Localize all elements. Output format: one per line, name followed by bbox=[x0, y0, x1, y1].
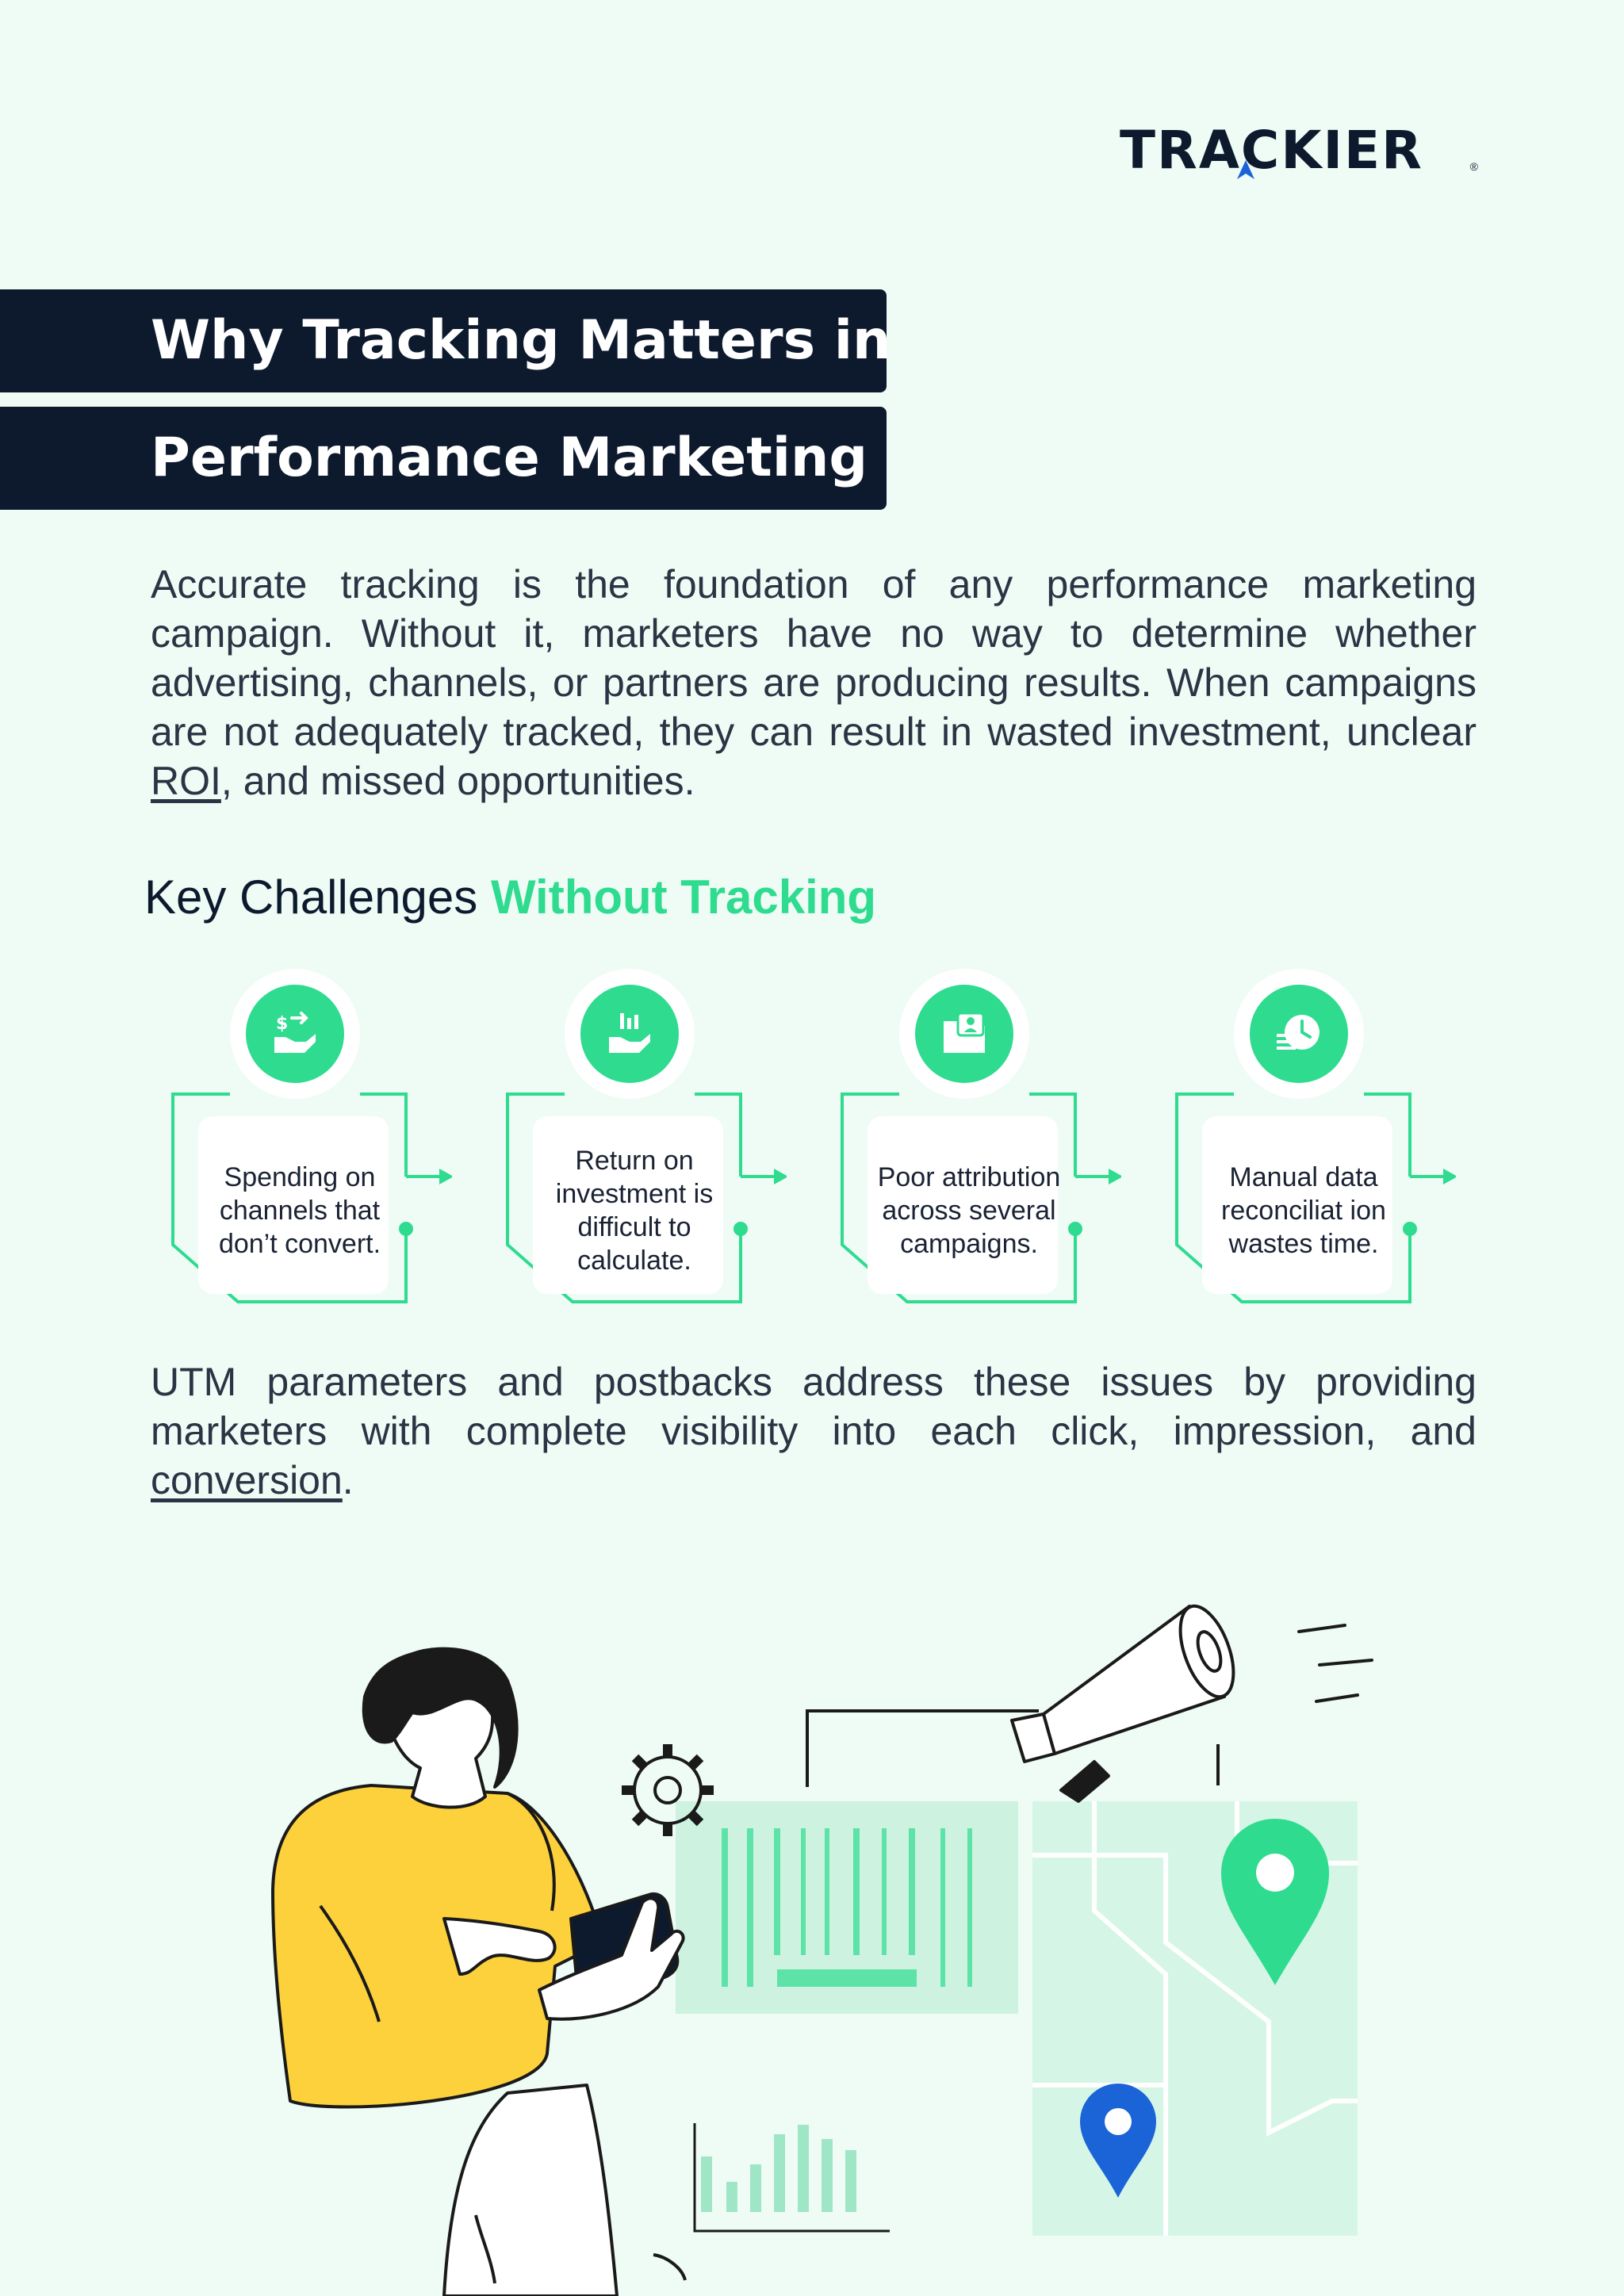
card-text: Spending on channels that don’t convert. bbox=[218, 1162, 381, 1259]
woman-with-phone-illustration bbox=[271, 1647, 687, 2296]
closing-text: UTM parameters and postbacks address the… bbox=[151, 1360, 1477, 1453]
badge bbox=[1234, 969, 1364, 1099]
key-challenges-heading: Key Challenges Without Tracking bbox=[144, 867, 876, 928]
badge bbox=[565, 969, 695, 1099]
marketing-illustration bbox=[271, 1604, 1373, 2296]
conversion-link[interactable]: conversion bbox=[151, 1458, 343, 1502]
intro-text-end: , and missed opportunities. bbox=[220, 759, 695, 803]
data-clock-icon bbox=[1277, 1015, 1320, 1050]
closing-text-end: . bbox=[342, 1458, 354, 1502]
money-transfer-hand-icon: $ bbox=[274, 1012, 316, 1053]
registered-mark: ® bbox=[1469, 160, 1478, 173]
heading-highlight: Without Tracking bbox=[490, 871, 877, 924]
logo-arrow-mark bbox=[1237, 160, 1254, 179]
blue-location-pin-icon bbox=[1080, 2084, 1156, 2198]
gear-icon bbox=[622, 1744, 714, 1836]
card-frame bbox=[171, 1093, 452, 1303]
chart-hand-icon bbox=[609, 1013, 650, 1053]
challenge-card: Poor attribution across several campaign… bbox=[836, 969, 1121, 1318]
card-frame bbox=[506, 1093, 787, 1303]
vertical-bars bbox=[722, 1828, 972, 1987]
mini-bar-chart bbox=[693, 2123, 890, 2233]
challenge-card: Return on investment is difficult to cal… bbox=[501, 969, 787, 1318]
challenge-card: $ Spending on channels that don’t conver… bbox=[167, 969, 452, 1318]
card-text: Poor attribution across several campaign… bbox=[877, 1162, 1061, 1259]
heading-plain: Key Challenges bbox=[144, 871, 491, 924]
megaphone-icon bbox=[1010, 1604, 1373, 1803]
roi-link[interactable]: ROI bbox=[151, 759, 221, 803]
badge: $ bbox=[230, 969, 360, 1099]
challenge-card: Manual data reconciliat ion wastes time. bbox=[1170, 969, 1456, 1318]
title-bar-top: Why Tracking Matters in bbox=[0, 289, 891, 392]
svg-text:$: $ bbox=[276, 1014, 288, 1034]
closing-paragraph: UTM parameters and postbacks address the… bbox=[151, 1357, 1477, 1505]
green-location-pin-icon bbox=[1221, 1819, 1329, 1985]
card-frame bbox=[841, 1093, 1121, 1303]
card-frame bbox=[1175, 1093, 1456, 1303]
badge bbox=[899, 969, 1029, 1099]
intro-text: Accurate tracking is the foundation of a… bbox=[151, 562, 1477, 754]
folder-profile-icon bbox=[944, 1012, 985, 1053]
brand-name: TRACKIER bbox=[1120, 120, 1423, 181]
page-title-line-2: Performance Marketing bbox=[151, 427, 868, 489]
card-text: Manual data reconciliat ion wastes time. bbox=[1221, 1162, 1386, 1259]
card-text: Return on investment is difficult to cal… bbox=[555, 1146, 714, 1276]
page-title-line-1: Why Tracking Matters in bbox=[151, 309, 891, 372]
title-bar-bottom: Performance Marketing bbox=[0, 407, 887, 510]
intro-paragraph: Accurate tracking is the foundation of a… bbox=[151, 560, 1477, 806]
trackier-logo: TRACKIER ® bbox=[1120, 119, 1478, 182]
